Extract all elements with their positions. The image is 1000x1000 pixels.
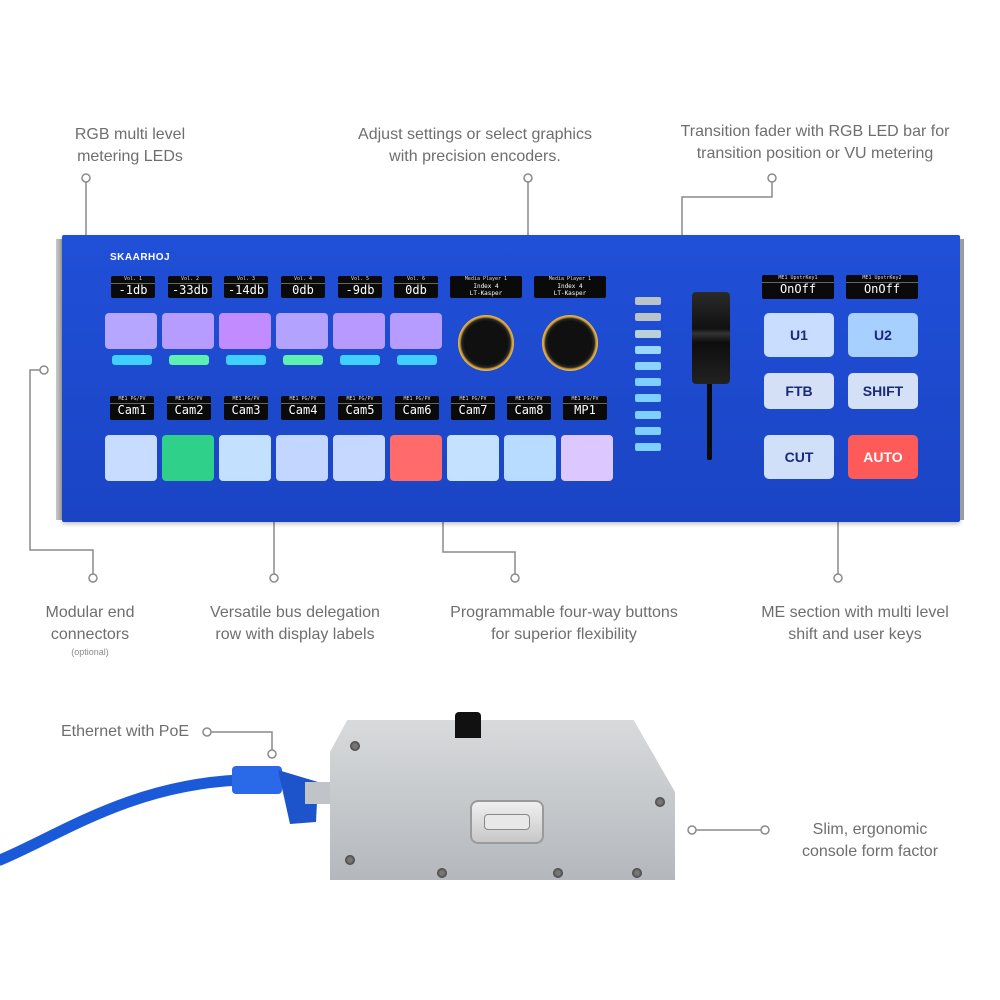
screw (632, 868, 642, 878)
caption-encoders: Adjust settings or select graphics with … (358, 126, 592, 165)
ethernet-cable (0, 766, 333, 866)
brand-logo: SKAARHOJ (110, 252, 171, 263)
bus-button[interactable] (504, 435, 556, 481)
led-bar-segment (635, 411, 661, 419)
led-bar-segment (635, 427, 661, 435)
screw (437, 868, 447, 878)
bus-button-preview[interactable] (390, 435, 442, 481)
four-way-button[interactable] (276, 313, 328, 349)
transition-fader[interactable] (692, 292, 730, 384)
metering-led (397, 355, 437, 365)
caption-modular: Modular end connectors (optional) (45, 604, 135, 657)
bus-button[interactable] (105, 435, 157, 481)
four-way-button[interactable] (219, 313, 271, 349)
bus-button[interactable] (219, 435, 271, 481)
bus-button[interactable] (276, 435, 328, 481)
four-way-button[interactable] (162, 313, 214, 349)
ftb-button[interactable]: FTB (764, 373, 834, 409)
four-way-button[interactable] (390, 313, 442, 349)
encoder-knob-side (455, 712, 481, 738)
vol-display: Vol. 2-33db (168, 276, 212, 298)
four-way-button[interactable] (105, 313, 157, 349)
led-bar-segment (635, 362, 661, 370)
screw (655, 797, 665, 807)
caption-ethernet: Ethernet with PoE (60, 723, 190, 740)
bus-button[interactable] (561, 435, 613, 481)
metering-led (169, 355, 209, 365)
four-way-button[interactable] (333, 313, 385, 349)
led-bar-segment (635, 297, 661, 305)
serial-port (470, 800, 544, 844)
screw (350, 741, 360, 751)
led-bar-segment (635, 330, 661, 338)
encoder-knob[interactable] (458, 315, 514, 371)
caption-fader: Transition fader with RGB LED bar for tr… (680, 123, 950, 162)
led-bar-segment (635, 443, 661, 451)
right-end-connector (956, 239, 964, 520)
metering-led (283, 355, 323, 365)
metering-led (112, 355, 152, 365)
vol-display: Vol. 1-1db (111, 276, 155, 298)
led-bar-segment (635, 346, 661, 354)
screw (553, 868, 563, 878)
u2-button[interactable]: U2 (848, 313, 918, 357)
metering-led (226, 355, 266, 365)
caption-slim: Slim, ergonomic console form factor (801, 821, 939, 860)
bus-button[interactable] (447, 435, 499, 481)
caption-bus: Versatile bus delegation row with displa… (210, 604, 380, 643)
screw (345, 855, 355, 865)
vol-display: Vol. 3-14db (224, 276, 268, 298)
led-bar-segment (635, 394, 661, 402)
caption-me: ME section with multi level shift and us… (761, 604, 949, 643)
bus-button-program[interactable] (162, 435, 214, 481)
caption-rgb-metering: RGB multi level metering LEDs (74, 126, 186, 165)
caption-fourway: Programmable four-way buttons for superi… (450, 604, 678, 643)
metering-led (340, 355, 380, 365)
cut-button[interactable]: CUT (764, 435, 834, 479)
shift-button[interactable]: SHIFT (848, 373, 918, 409)
control-console: SKAARHOJ Vol. 1-1db Vol. 2-33db Vol. 3-1… (62, 235, 960, 522)
bus-button[interactable] (333, 435, 385, 481)
serial-port-pins (484, 814, 530, 830)
u1-button[interactable]: U1 (764, 313, 834, 357)
vol-display: Vol. 5-9db (338, 276, 382, 298)
left-end-connector (56, 239, 64, 520)
led-bar-segment (635, 378, 661, 386)
auto-button[interactable]: AUTO (848, 435, 918, 479)
encoder-knob[interactable] (542, 315, 598, 371)
led-bar-segment (635, 313, 661, 321)
